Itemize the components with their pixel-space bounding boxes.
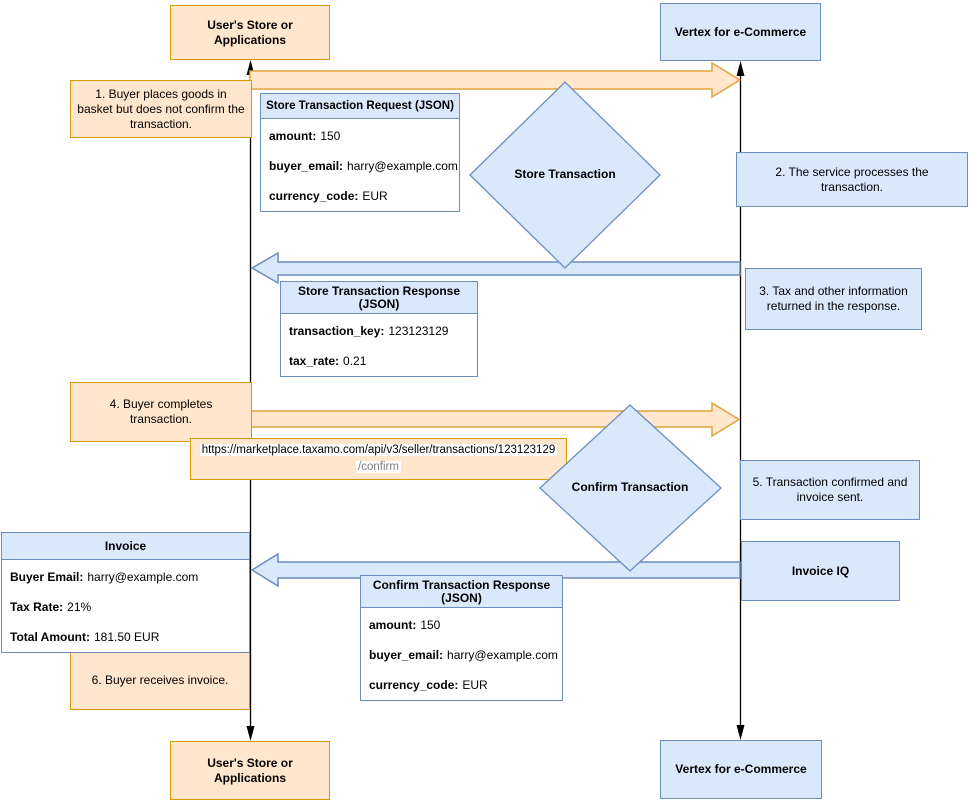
kv-value: harry@example.com	[447, 648, 558, 662]
store-response-arrow-icon	[250, 251, 741, 285]
kv-key: buyer_email:	[269, 159, 344, 173]
invoice-box: Invoice Buyer Email: harry@example.com T…	[1, 532, 250, 653]
kv-row: currency_code: EUR	[361, 670, 562, 700]
kv-key: Total Amount:	[10, 630, 90, 644]
step-2-note: 2. The service processes the transaction…	[736, 152, 968, 207]
actor-user-store-top: User's Store or Applications	[170, 5, 330, 60]
step-3-note: 3. Tax and other information returned in…	[745, 268, 922, 330]
actor-vertex-bottom-label: Vertex for e-Commerce	[675, 762, 807, 776]
confirm-response-title: Confirm Transaction Response (JSON)	[361, 576, 562, 608]
kv-value: 123123129	[388, 324, 449, 338]
step-1-text: 1. Buyer places goods in basket but does…	[77, 86, 245, 131]
kv-row: buyer_email: harry@example.com	[361, 640, 562, 670]
kv-row: transaction_key: 123123129	[281, 316, 477, 346]
kv-row: amount: 150	[361, 610, 562, 640]
kv-row: Tax Rate: 21%	[2, 592, 249, 622]
confirm-response-body: amount: 150 buyer_email: harry@example.c…	[361, 610, 562, 700]
kv-key: Buyer Email:	[10, 570, 84, 584]
kv-value: 181.50 EUR	[93, 630, 160, 644]
step-5-note: 5. Transaction confirmed and invoice sen…	[740, 460, 920, 520]
store-response-title: Store Transaction Response (JSON)	[281, 282, 477, 314]
confirm-url-line2: /confirm	[356, 461, 401, 473]
kv-value: harry@example.com	[87, 570, 199, 584]
invoice-iq-box: Invoice IQ	[741, 541, 900, 601]
kv-key: transaction_key:	[289, 324, 385, 338]
actor-user-store-top-label: User's Store or Applications	[207, 17, 293, 47]
kv-key: currency_code:	[369, 678, 459, 692]
kv-row: Buyer Email: harry@example.com	[2, 562, 249, 592]
confirm-url-line1-wrap: https://marketplace.taxamo.com/api/v3/se…	[191, 442, 566, 459]
kv-value: EUR	[362, 189, 388, 203]
store-response-body: transaction_key: 123123129 tax_rate: 0.2…	[281, 316, 477, 376]
confirm-url-line2-wrap: /confirm	[191, 459, 566, 476]
step-2-text: 2. The service processes the transaction…	[775, 164, 929, 194]
invoice-iq-label: Invoice IQ	[791, 563, 850, 578]
kv-value: 21%	[67, 600, 92, 614]
confirm-response-box: Confirm Transaction Response (JSON) amou…	[360, 575, 563, 701]
arrowhead-up-vertex-icon	[736, 61, 745, 76]
arrowhead-down-user-icon	[246, 726, 255, 741]
kv-key: Tax Rate:	[10, 600, 64, 614]
store-request-title: Store Transaction Request (JSON)	[261, 94, 459, 119]
store-request-box: Store Transaction Request (JSON) amount:…	[260, 93, 460, 212]
confirm-url-line1: https://marketplace.taxamo.com/api/v3/se…	[199, 444, 558, 456]
kv-row: currency_code: EUR	[261, 181, 459, 211]
kv-value: 150	[420, 618, 441, 632]
arrowhead-down-vertex-icon	[736, 725, 745, 740]
invoice-title: Invoice	[2, 533, 249, 560]
kv-key: tax_rate:	[289, 354, 340, 368]
kv-row: tax_rate: 0.21	[281, 346, 477, 376]
step-5-text: 5. Transaction confirmed and invoice sen…	[752, 475, 908, 504]
actor-vertex-bottom: Vertex for e-Commerce	[660, 740, 822, 799]
kv-key: amount:	[369, 618, 417, 632]
confirm-url-note: https://marketplace.taxamo.com/api/v3/se…	[190, 438, 567, 480]
step-6-text: 6. Buyer receives invoice.	[91, 672, 229, 687]
step-6-note: 6. Buyer receives invoice.	[70, 650, 250, 710]
store-request-arrow-icon	[249, 61, 742, 99]
kv-key: currency_code:	[269, 189, 359, 203]
step-4-note: 4. Buyer completes transaction.	[70, 382, 252, 442]
confirm-request-arrow-icon	[249, 401, 741, 438]
kv-value: harry@example.com	[347, 159, 458, 173]
kv-value: EUR	[462, 678, 488, 692]
kv-key: buyer_email:	[369, 648, 444, 662]
step-3-text: 3. Tax and other information returned in…	[759, 284, 908, 313]
store-request-body: amount: 150 buyer_email: harry@example.c…	[261, 121, 459, 211]
step-1-note: 1. Buyer places goods in basket but does…	[70, 80, 252, 138]
kv-row: Total Amount: 181.50 EUR	[2, 622, 249, 652]
invoice-body: Buyer Email: harry@example.com Tax Rate:…	[2, 562, 249, 652]
kv-row: buyer_email: harry@example.com	[261, 151, 459, 181]
actor-vertex-top: Vertex for e-Commerce	[660, 3, 821, 61]
kv-value: 0.21	[343, 354, 367, 368]
step-4-text: 4. Buyer completes transaction.	[109, 397, 213, 426]
store-response-box: Store Transaction Response (JSON) transa…	[280, 281, 478, 377]
actor-user-store-bottom-label: User's Store or Applications	[207, 755, 293, 785]
kv-value: 150	[320, 129, 341, 143]
kv-key: amount:	[269, 129, 317, 143]
actor-vertex-top-label: Vertex for e-Commerce	[674, 24, 807, 39]
actor-user-store-bottom: User's Store or Applications	[170, 741, 330, 800]
kv-row: amount: 150	[261, 121, 459, 151]
